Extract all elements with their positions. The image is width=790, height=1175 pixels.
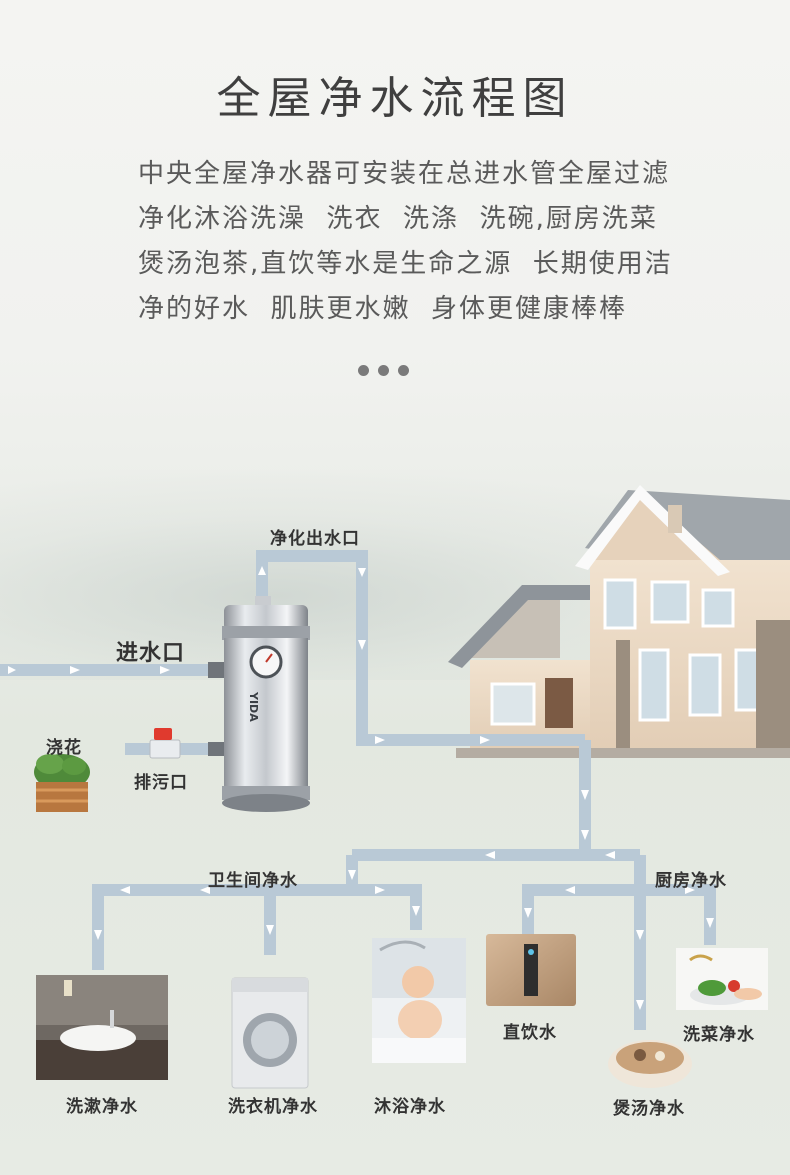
outlet-label: 净化出水口: [270, 529, 360, 549]
flow-arrow: [480, 736, 490, 744]
flow-arrow: [706, 918, 714, 928]
flow-arrow: [94, 930, 102, 940]
flow-arrows: [8, 566, 714, 1010]
flow-arrow: [636, 930, 644, 940]
flow-arrow: [120, 886, 130, 894]
vegetables-label: 洗菜净水: [683, 1025, 755, 1045]
flow-arrow: [605, 851, 615, 859]
flow-arrow: [358, 640, 366, 650]
washer-label: 洗衣机净水: [228, 1097, 318, 1117]
flow-arrow: [412, 906, 420, 916]
flow-arrow: [348, 870, 356, 880]
flow-arrow: [485, 851, 495, 859]
more-dots-icon: [358, 365, 409, 376]
wash-face-label: 洗漱净水: [66, 1097, 138, 1117]
flow-arrow: [8, 666, 16, 674]
flow-arrow: [524, 908, 532, 918]
washing-machine-image: [231, 977, 309, 1089]
flower-pot-icon: [34, 754, 90, 812]
intro-line: 净的好水 肌肤更水嫩 身体更健康棒棒: [138, 294, 628, 324]
vegetable-washing-image: [676, 948, 768, 1010]
shower-baby-image: [372, 938, 466, 1063]
drain-valve-icon: [149, 728, 181, 759]
flow-arrow: [266, 925, 274, 935]
flow-arrow: [70, 666, 80, 674]
kitchen-label: 厨房净水: [655, 871, 727, 891]
flow-arrow: [200, 886, 210, 894]
shower-label: 沐浴净水: [374, 1097, 446, 1117]
direct-drink-label: 直饮水: [503, 1023, 557, 1043]
flow-arrow: [358, 568, 366, 577]
flower-label: 浇花: [46, 738, 82, 758]
intro-line: 煲汤泡茶,直饮等水是生命之源 长期使用洁: [138, 249, 673, 279]
bathroom-label: 卫生间净水: [208, 871, 298, 891]
drain-label: 排污口: [134, 773, 188, 793]
flow-arrow: [636, 1000, 644, 1010]
flow-arrow: [375, 736, 385, 744]
water-purifier-tank: [208, 596, 310, 812]
soup-label: 煲汤净水: [613, 1099, 685, 1119]
flow-arrow: [375, 886, 385, 894]
intro-line: 净化沐浴洗澡 洗衣 洗涤 洗碗,厨房洗菜: [138, 204, 658, 234]
intro-line: 中央全屋净水器可安装在总进水管全屋过滤: [138, 159, 671, 189]
flow-arrow: [258, 566, 266, 575]
flow-arrow: [581, 790, 589, 800]
direct-drink-purifier-image: [486, 934, 576, 1006]
flow-arrow: [581, 830, 589, 840]
bathroom-sink-image: [36, 975, 168, 1080]
soup-bowl-image: [608, 1040, 692, 1088]
flow-arrow: [565, 886, 575, 894]
product-brand: YIDA: [247, 691, 260, 722]
inlet-label: 进水口: [116, 641, 186, 666]
house-illustration: [448, 485, 790, 758]
page-title: 全屋净水流程图: [216, 73, 574, 124]
intro-text: 中央全屋净水器可安装在总进水管全屋过滤 净化沐浴洗澡 洗衣 洗涤 洗碗,厨房洗菜…: [138, 152, 738, 332]
flow-arrow: [160, 666, 170, 674]
flow-arrow: [685, 886, 695, 894]
